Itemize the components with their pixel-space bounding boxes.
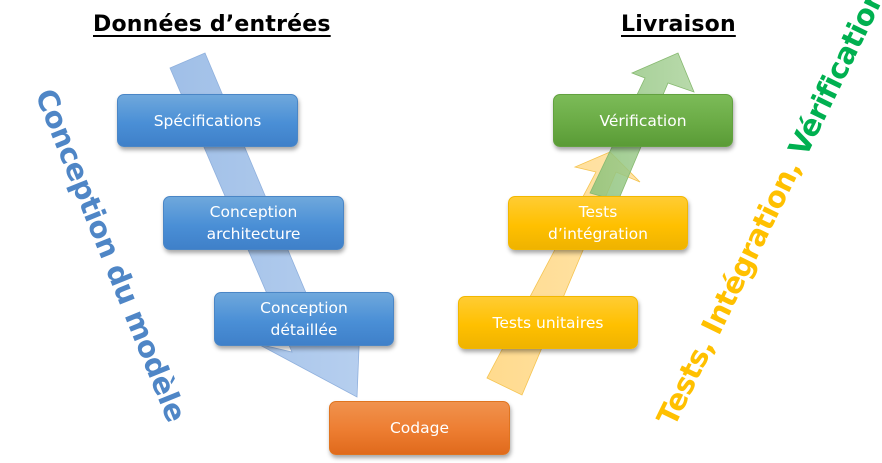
step-label: Spécifications xyxy=(153,111,262,130)
step-integration-tests[interactable]: Tests d’intégration xyxy=(508,196,688,250)
step-label: Vérification xyxy=(599,111,687,130)
input-data-heading: Données d’entrées xyxy=(93,12,331,37)
step-architecture-design[interactable]: Conception architecture xyxy=(163,196,344,250)
step-verification[interactable]: Vérification xyxy=(553,94,733,147)
step-label: Conception détaillée xyxy=(260,299,348,339)
step-label: Tests unitaires xyxy=(492,313,604,332)
step-specifications[interactable]: Spécifications xyxy=(117,94,298,147)
step-detailed-design[interactable]: Conception détaillée xyxy=(214,292,394,346)
step-unit-tests[interactable]: Tests unitaires xyxy=(458,296,638,349)
step-label: Codage xyxy=(389,419,450,437)
step-label: Conception architecture xyxy=(206,203,301,243)
step-coding[interactable]: Codage xyxy=(329,401,510,455)
delivery-heading: Livraison xyxy=(621,12,736,37)
step-label: Tests d’intégration xyxy=(548,203,648,243)
